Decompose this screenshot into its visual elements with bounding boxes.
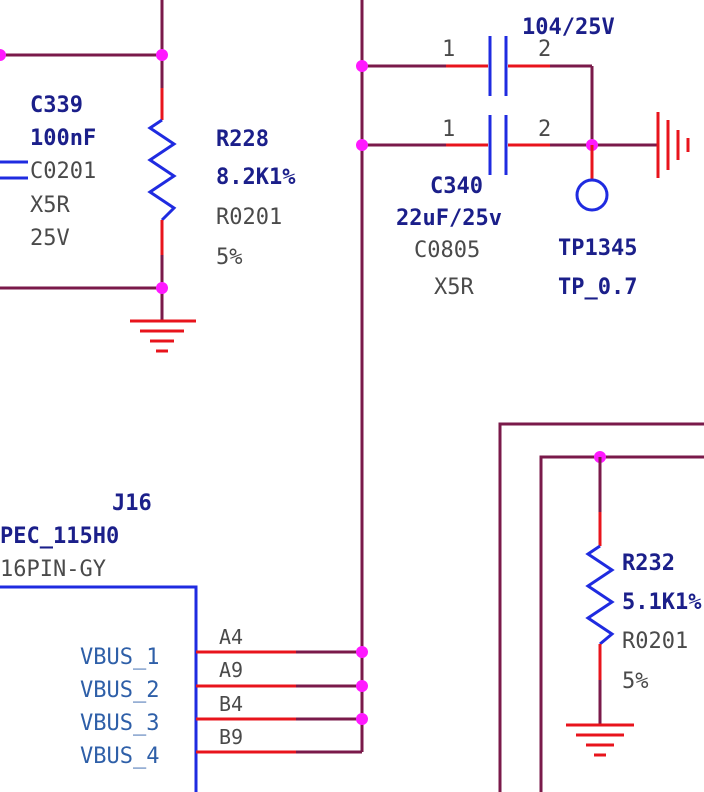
c340-package: C0805	[414, 238, 480, 263]
test-point-symbol	[575, 178, 609, 212]
r232-package: R0201	[622, 629, 688, 654]
chassis-ground-symbol	[656, 112, 690, 178]
net-label: VBUS_4	[80, 744, 159, 769]
r228-resistor-symbol	[147, 118, 177, 222]
pin-label: B4	[219, 692, 243, 716]
r232-resistor-symbol	[585, 544, 615, 646]
junction-dot	[356, 139, 368, 151]
cap-top-pin1-label: 1	[442, 37, 455, 62]
junction-dot	[356, 646, 368, 658]
net-label: VBUS_1	[80, 645, 159, 670]
r232-group: R232 5.1K1% R0201 5%	[498, 422, 704, 792]
ground-symbol	[566, 723, 634, 757]
j16-desc: 16PIN-GY	[0, 557, 106, 582]
j16-part: PEC_115H0	[0, 524, 119, 549]
junction-dot	[356, 60, 368, 72]
net-label: VBUS_3	[80, 711, 159, 736]
c340-ref: C340	[430, 174, 483, 199]
pin-label: A4	[219, 625, 243, 649]
c339-voltage: 25V	[30, 226, 70, 251]
tp1345-value: TP_0.7	[558, 275, 637, 300]
r232-ref: R232	[622, 551, 675, 576]
c340-pin2-label: 2	[538, 117, 551, 142]
junction-dot	[356, 713, 368, 725]
r228-ref: R228	[216, 127, 269, 152]
r228-tolerance: 5%	[216, 245, 243, 270]
c339-dielectric: X5R	[30, 193, 70, 218]
c340-dielectric: X5R	[434, 275, 474, 300]
j16-body	[0, 585, 198, 792]
c340-group: 1 2 C340 22uF/25v C0805 X5R	[356, 115, 658, 300]
r232-tolerance: 5%	[622, 669, 649, 694]
sheet-border-outer	[498, 422, 704, 792]
r228-value: 8.2K1%	[216, 165, 296, 190]
c339-ref: C339	[30, 93, 83, 118]
c340-pin1-label: 1	[442, 117, 455, 142]
junction-dot	[0, 49, 6, 61]
cap-top-pin2-label: 2	[538, 37, 551, 62]
wire-r232-top	[539, 455, 704, 792]
r228-c339-group: C339 100nF C0201 X5R 25V R228 8.2K1% R02…	[0, 0, 296, 353]
j16-group: J16 PEC_115H0 16PIN-GY VBUS_1 VBUS_2 VBU…	[0, 491, 368, 792]
pin-label: A9	[219, 658, 243, 682]
ground-symbol	[130, 319, 196, 353]
cap-top-group: 1 2 104/25V	[356, 15, 615, 145]
c340-value: 22uF/25v	[396, 206, 502, 231]
c339-package: C0201	[30, 159, 96, 184]
r232-value: 5.1K1%	[622, 590, 702, 615]
net-label: VBUS_2	[80, 678, 159, 703]
cap-top-value: 104/25V	[522, 15, 615, 40]
tp1345-ref: TP1345	[558, 236, 637, 261]
junction-dot	[356, 680, 368, 692]
r228-package: R0201	[216, 205, 282, 230]
junction-dot	[156, 282, 168, 294]
pin-label: B9	[219, 725, 243, 749]
j16-ref: J16	[112, 491, 152, 516]
c339-value: 100nF	[30, 126, 96, 151]
tp1345-group: TP1345 TP_0.7	[558, 145, 637, 300]
junction-dot	[156, 49, 168, 61]
